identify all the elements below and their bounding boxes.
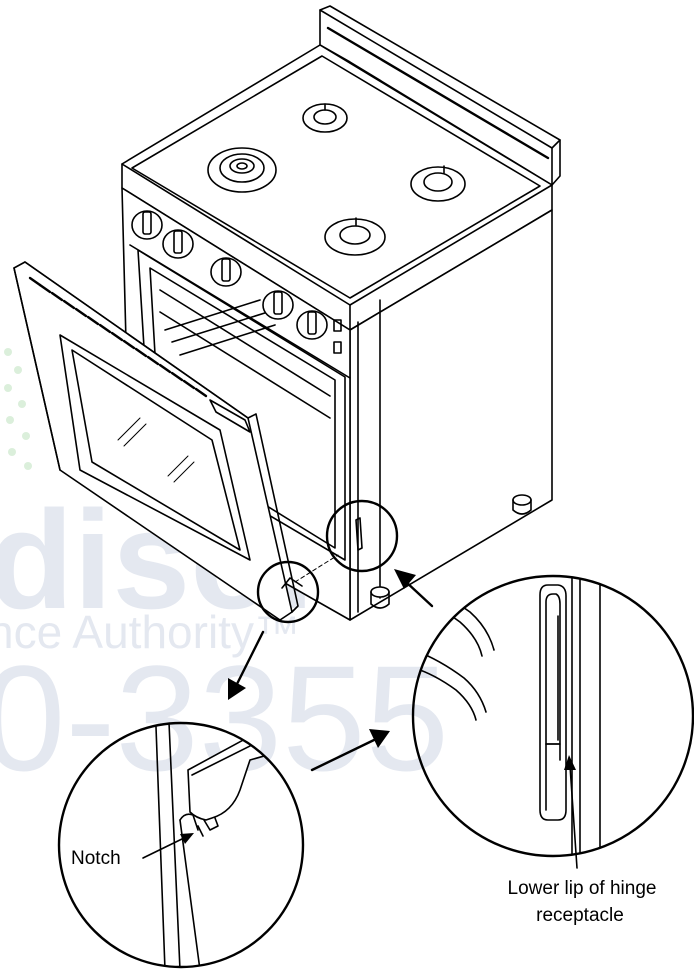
arrow-icon bbox=[564, 755, 578, 869]
burner-icon bbox=[410, 165, 466, 202]
arrow-icon bbox=[228, 630, 265, 700]
arrow-icon bbox=[310, 729, 390, 772]
burner-icon bbox=[302, 103, 348, 133]
hinge-receptacle-detail bbox=[411, 574, 694, 858]
door-vent bbox=[28, 276, 208, 398]
burner-icon bbox=[324, 217, 386, 256]
arrow-icon bbox=[394, 569, 434, 608]
alignment-line bbox=[294, 554, 339, 583]
knob-icon bbox=[162, 229, 194, 259]
receptacle-label-line2: receptacle bbox=[536, 905, 624, 926]
knob-icon bbox=[296, 310, 328, 340]
receptacle-marker-circle bbox=[325, 499, 399, 573]
knob-icon bbox=[210, 257, 242, 287]
watermark-line2: nce Authority™ bbox=[0, 606, 300, 658]
oven-door bbox=[13, 261, 303, 621]
notch-label: Notch bbox=[71, 848, 121, 869]
knob-icon bbox=[262, 290, 294, 320]
arrow-icon bbox=[142, 833, 194, 859]
notch-marker-circle bbox=[256, 560, 320, 624]
watermark-dots bbox=[4, 348, 32, 470]
range-body bbox=[121, 5, 561, 621]
hinge-notch-detail bbox=[57, 721, 305, 969]
knob-icon bbox=[131, 210, 163, 240]
burner-icon bbox=[207, 147, 277, 193]
receptacle-label-line1: Lower lip of hinge bbox=[508, 878, 657, 899]
